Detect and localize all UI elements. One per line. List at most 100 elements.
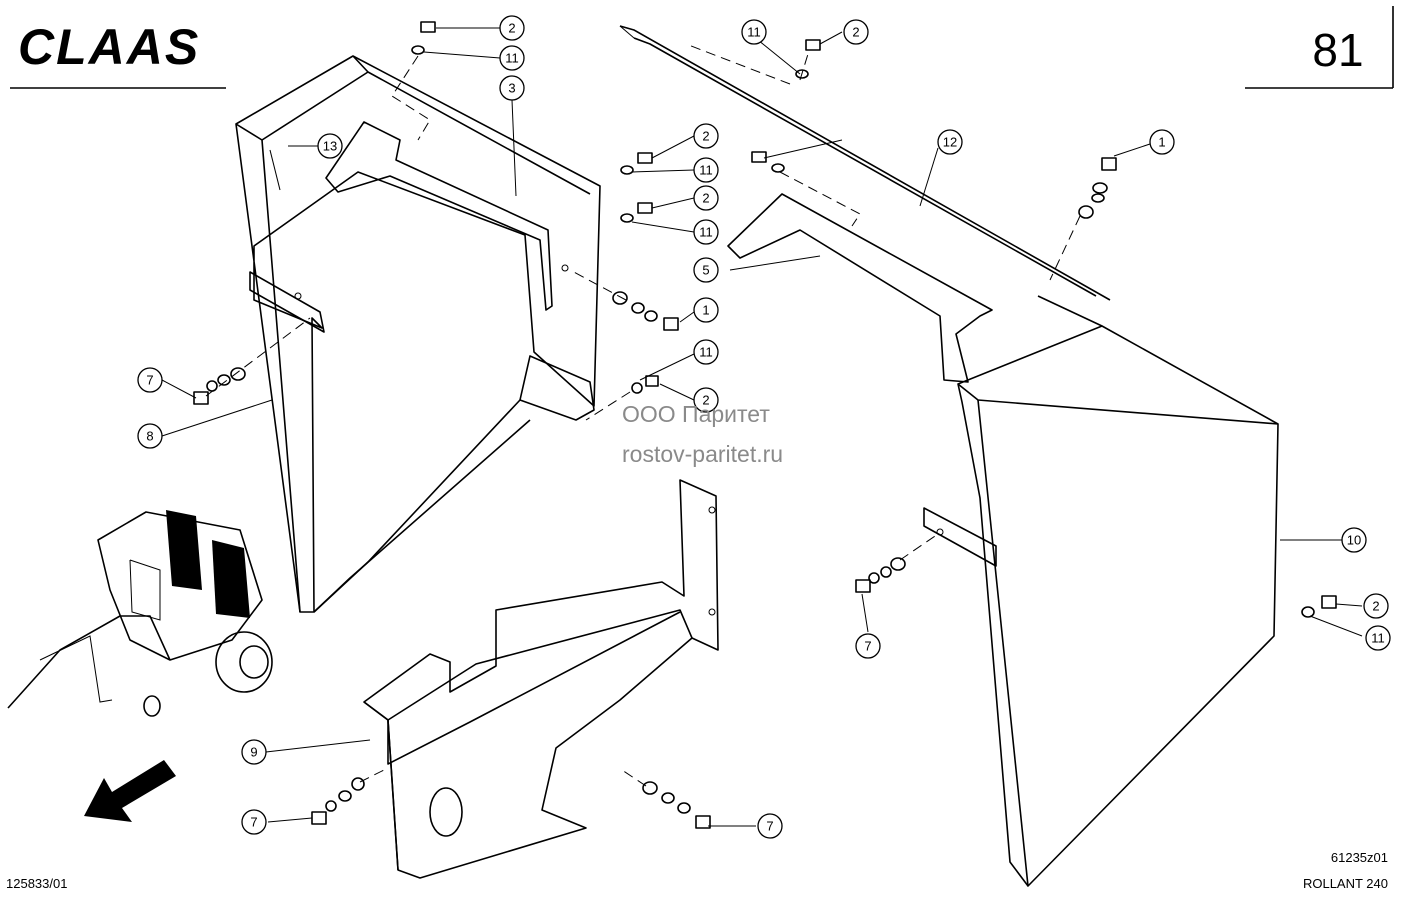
callout: 11	[693, 157, 719, 183]
bolt-icon	[193, 391, 209, 405]
callout: 1	[1149, 129, 1175, 155]
svg-text:7: 7	[864, 639, 871, 654]
doc-code: 125833/01	[6, 876, 67, 891]
svg-text:10: 10	[1347, 533, 1361, 548]
brand-logo: CLAAS	[18, 19, 200, 75]
callout: 7	[855, 633, 881, 659]
nut-icon	[612, 291, 628, 305]
washer-icon	[868, 572, 880, 584]
callout: 2	[1363, 593, 1389, 619]
callout: 8	[137, 423, 163, 449]
callout: 2	[693, 185, 719, 211]
washer-icon	[880, 566, 892, 578]
svg-text:7: 7	[766, 819, 773, 834]
bolt-icon	[663, 317, 679, 331]
callout: 13	[317, 133, 343, 159]
svg-text:1: 1	[702, 303, 709, 318]
washer-icon	[206, 380, 218, 392]
direction-arrow-icon	[84, 760, 176, 822]
washer-icon	[644, 310, 658, 322]
callout: 2	[693, 387, 719, 413]
callout: 9	[241, 739, 267, 765]
callout: 10	[1341, 527, 1367, 553]
washer-icon	[631, 302, 645, 314]
svg-text:11: 11	[699, 345, 713, 360]
lower-panel	[363, 479, 719, 879]
bolt-icon	[805, 39, 821, 51]
nut-icon	[890, 557, 906, 571]
callout: 11	[693, 339, 719, 365]
svg-text:7: 7	[146, 373, 153, 388]
svg-text:2: 2	[702, 191, 709, 206]
washer-icon	[338, 790, 352, 802]
assembly-guides	[205, 43, 1081, 787]
washer-icon	[411, 45, 425, 55]
watermark-url: rostov-paritet.ru	[622, 441, 783, 467]
bracket-5	[727, 193, 993, 383]
callout: 2	[693, 123, 719, 149]
svg-text:2: 2	[852, 25, 859, 40]
bolt-icon	[751, 151, 767, 163]
washer-icon	[677, 802, 691, 814]
page-number: 81	[1312, 24, 1363, 76]
watermark-company: ООО Паритет	[622, 401, 770, 427]
washer-icon	[217, 374, 231, 386]
callout: 5	[693, 257, 719, 283]
svg-text:11: 11	[747, 25, 761, 40]
leader-lines	[161, 27, 1363, 827]
svg-text:11: 11	[699, 225, 713, 240]
washer-icon	[1091, 193, 1105, 203]
callout: 7	[241, 809, 267, 835]
callout: 11	[499, 45, 525, 71]
nut-icon	[642, 781, 658, 795]
right-panel	[923, 295, 1279, 887]
washer-icon	[620, 213, 634, 223]
callout: 3	[499, 75, 525, 101]
bolt-icon	[1101, 157, 1117, 171]
callout: 11	[1365, 625, 1391, 651]
nut-icon	[230, 367, 246, 381]
callout: 7	[757, 813, 783, 839]
washer-icon	[771, 163, 785, 173]
bolt-icon	[1321, 595, 1337, 609]
model-name: ROLLANT 240	[1303, 876, 1388, 891]
svg-text:11: 11	[699, 163, 713, 178]
svg-text:1: 1	[1158, 135, 1165, 150]
washer-icon	[1092, 182, 1108, 194]
svg-text:7: 7	[250, 815, 257, 830]
svg-text:8: 8	[146, 429, 153, 444]
bolt-icon	[637, 202, 653, 214]
washer-icon	[661, 792, 675, 804]
svg-text:3: 3	[508, 81, 515, 96]
svg-text:11: 11	[505, 51, 519, 66]
svg-text:9: 9	[250, 745, 257, 760]
callout: 11	[693, 219, 719, 245]
top-rail	[619, 25, 1111, 301]
bolt-icon	[855, 579, 871, 593]
svg-text:2: 2	[508, 21, 515, 36]
svg-text:2: 2	[702, 129, 709, 144]
nut-icon	[1078, 205, 1094, 219]
bolt-icon	[645, 375, 659, 387]
callout: 11	[741, 19, 767, 45]
callout: 2	[499, 15, 525, 41]
bolt-icon	[420, 21, 436, 33]
callout: 1	[693, 297, 719, 323]
svg-text:12: 12	[943, 135, 957, 150]
bolt-icon	[637, 152, 653, 164]
washer-icon	[325, 800, 337, 812]
washer-icon	[620, 165, 634, 175]
brand-logo-text: CLAAS	[18, 19, 200, 75]
left-panel	[235, 55, 601, 613]
bolt-icon	[695, 815, 711, 829]
washer-icon	[1301, 606, 1315, 618]
callout-balloons: 2 11 3 13 2 11 2 11 1 11 2 11 2 12 1 5 7…	[137, 15, 1391, 839]
nut-icon	[351, 777, 365, 791]
washer-icon	[631, 382, 643, 394]
washer-icon	[795, 69, 809, 79]
svg-text:13: 13	[323, 139, 337, 154]
bolt-icon	[311, 811, 327, 825]
svg-text:2: 2	[702, 393, 709, 408]
